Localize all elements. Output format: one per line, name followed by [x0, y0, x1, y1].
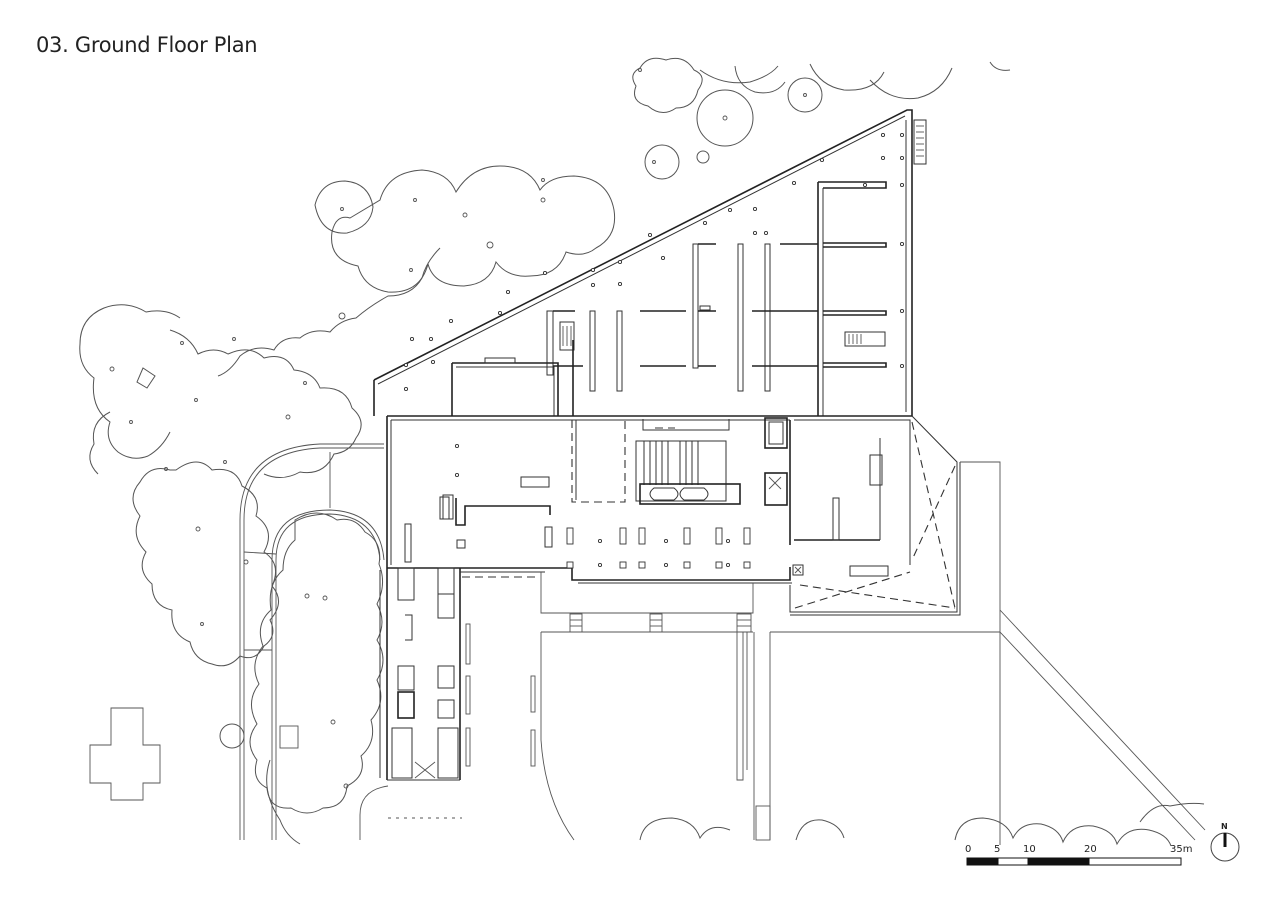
scale-label-20: 20	[1084, 844, 1097, 855]
north-wing-columns	[403, 132, 905, 392]
scale-label-35m: 35m	[1170, 844, 1192, 855]
scale-bar: 0 5 10 20 35m	[965, 844, 1192, 866]
west-service-wing	[379, 567, 545, 781]
tree-canopies	[79, 57, 1011, 845]
scale-label-10: 10	[1023, 844, 1036, 855]
east-canopy	[789, 415, 1001, 845]
central-block	[386, 415, 912, 584]
north-wing	[373, 109, 927, 416]
scale-label-5: 5	[994, 844, 1000, 855]
scale-label-0: 0	[965, 844, 971, 855]
north-arrow-icon: N	[1210, 822, 1240, 862]
plan-title: 03. Ground Floor Plan	[36, 33, 258, 57]
site-paths	[89, 443, 389, 840]
tree-trunks	[109, 68, 807, 789]
south-forecourt	[388, 572, 1206, 847]
north-label: N	[1221, 822, 1228, 831]
